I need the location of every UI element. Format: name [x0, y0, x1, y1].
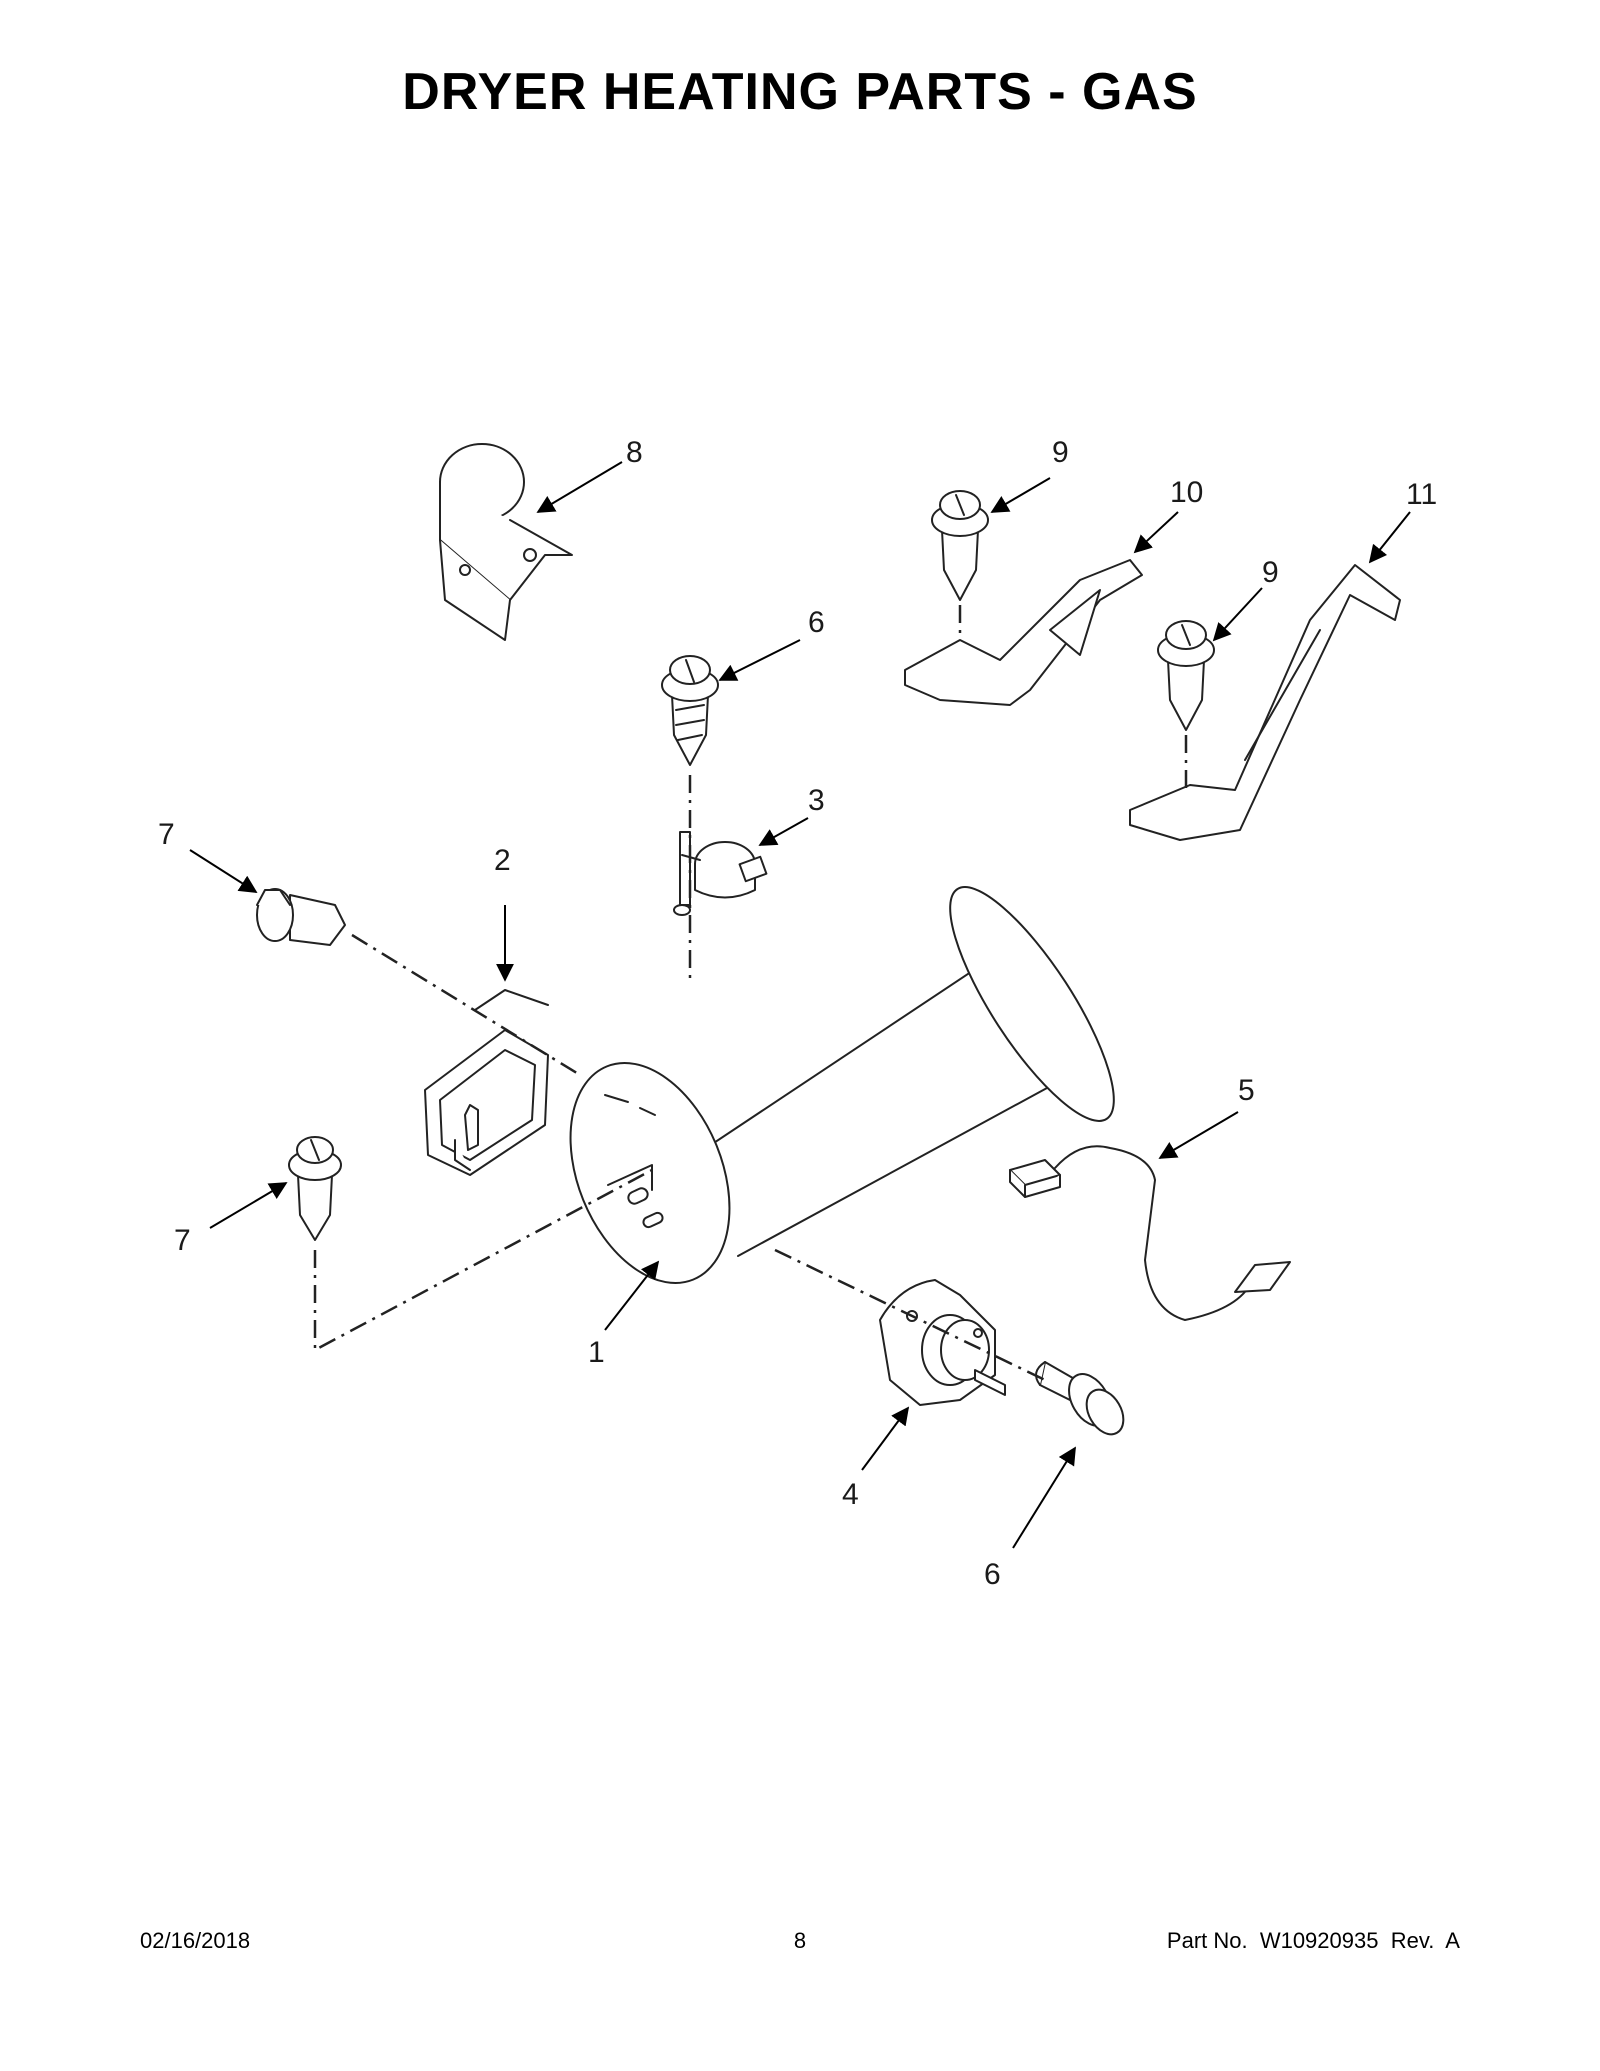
thermal-fuse-part	[879, 1279, 1006, 1406]
leader-6b	[1012, 1446, 1076, 1549]
leader-1	[604, 1260, 660, 1331]
callout-3: 3	[808, 784, 825, 817]
page-title: DRYER HEATING PARTS - GAS	[402, 63, 1198, 121]
screw-part-6-top	[661, 655, 719, 766]
footer-part-number: Part No. W10920935 Rev. A	[1166, 1928, 1460, 1953]
callout-8: 8	[626, 436, 643, 469]
support-bracket-part-10	[904, 559, 1143, 706]
leader-4	[861, 1406, 910, 1471]
screw-part-9-right	[1157, 620, 1215, 731]
leader-9a	[990, 477, 1051, 513]
screw-part-7-left	[256, 888, 346, 946]
igniter-bracket-part	[424, 989, 549, 1176]
burner-tube-part	[569, 886, 1115, 1284]
leader-9b	[1212, 587, 1263, 642]
callout-9b: 9	[1262, 556, 1279, 589]
callout-6a: 6	[808, 606, 825, 639]
leader-7a	[189, 849, 258, 893]
footer-page-number: 8	[793, 1928, 807, 1953]
gas-valve-clamp-part	[439, 443, 573, 641]
callout-10: 10	[1170, 476, 1203, 509]
leader-10	[1133, 511, 1179, 554]
callout-2: 2	[494, 844, 511, 877]
callout-7b: 7	[174, 1224, 191, 1257]
leader-8	[536, 461, 623, 513]
flame-sensor-part	[673, 831, 768, 916]
callout-7a: 7	[158, 818, 175, 851]
callout-6b: 6	[984, 1558, 1001, 1591]
leader-3	[758, 817, 809, 846]
leader-11	[1368, 511, 1411, 564]
leader-6a	[718, 639, 801, 681]
callout-9a: 9	[1052, 436, 1069, 469]
support-bracket-part-11	[1129, 564, 1401, 841]
callout-11: 11	[1406, 478, 1437, 511]
screw-part-7-lower	[288, 1136, 342, 1241]
wire-harness-part	[1009, 1145, 1291, 1321]
leader-7b	[209, 1182, 288, 1229]
footer-date: 02/16/2018	[140, 1928, 251, 1953]
callout-4: 4	[842, 1478, 859, 1511]
callout-1: 1	[588, 1336, 605, 1369]
callout-5: 5	[1238, 1074, 1255, 1107]
screw-part-6-bottom	[1035, 1361, 1125, 1436]
screw-part-9-top	[931, 490, 989, 601]
leader-5	[1158, 1111, 1239, 1159]
